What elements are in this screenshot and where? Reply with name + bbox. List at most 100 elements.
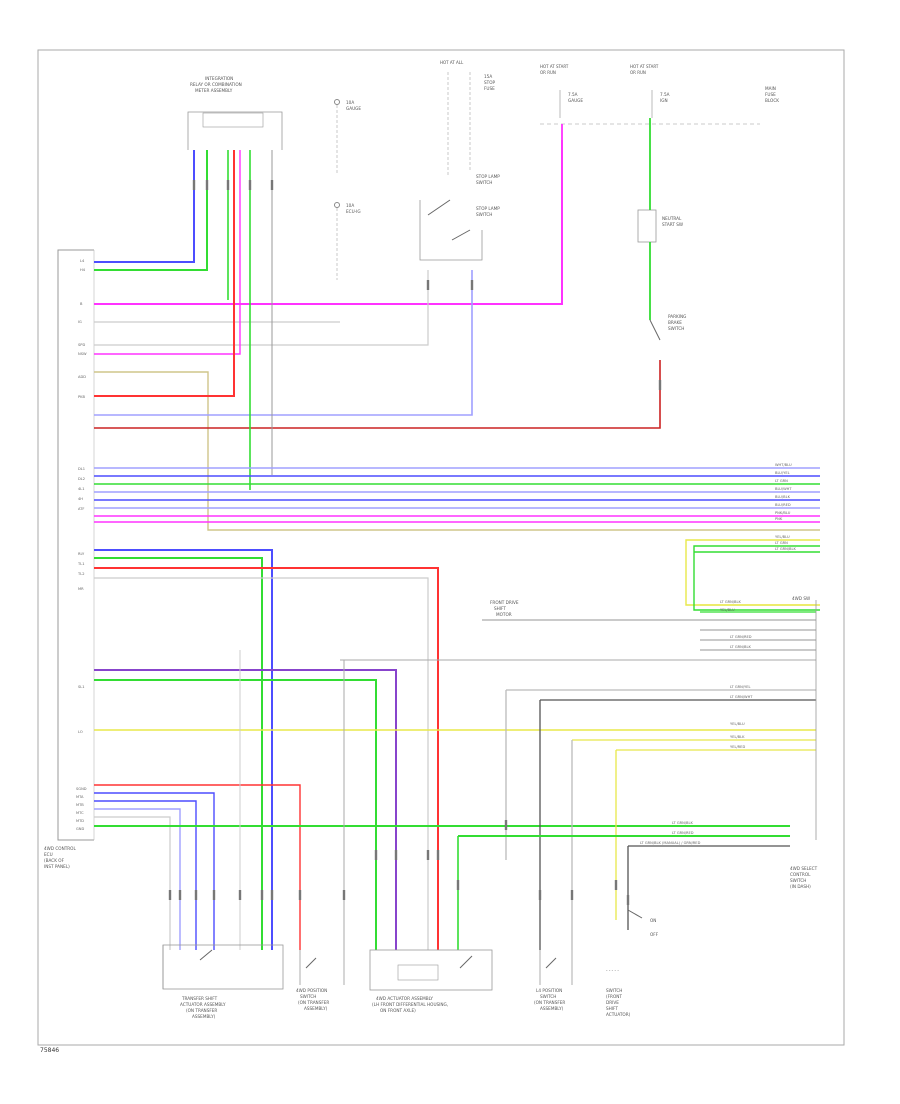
combination-meter-top: INTEGRATION RELAY OR COMBINATION METER A… bbox=[187, 76, 283, 150]
svg-text:YEL/BLU: YEL/BLU bbox=[775, 535, 790, 539]
svg-text:SWITCH: SWITCH bbox=[540, 994, 556, 999]
svg-text:ASSEMBLY): ASSEMBLY) bbox=[304, 1006, 328, 1011]
svg-text:SHIFT: SHIFT bbox=[606, 1006, 618, 1011]
svg-text:MTD: MTD bbox=[76, 819, 84, 823]
svg-text:START SW: START SW bbox=[662, 222, 683, 227]
svg-text:4WD SELECT: 4WD SELECT bbox=[790, 866, 818, 871]
connector-stubs bbox=[168, 180, 662, 905]
svg-text:OFF: OFF bbox=[650, 932, 659, 937]
svg-text:YEL/BLU: YEL/BLU bbox=[720, 608, 735, 612]
svg-text:MTA: MTA bbox=[76, 795, 84, 799]
svg-text:SHIFT: SHIFT bbox=[494, 606, 506, 611]
svg-text:SGND: SGND bbox=[76, 787, 87, 791]
svg-text:ACTUATOR ASSEMBLY: ACTUATOR ASSEMBLY bbox=[180, 1002, 226, 1007]
svg-text:- - - - -: - - - - - bbox=[606, 968, 619, 973]
svg-text:B: B bbox=[80, 302, 83, 306]
svg-text:SWITCH: SWITCH bbox=[790, 878, 806, 883]
svg-text:INTEGRATION: INTEGRATION bbox=[205, 76, 233, 81]
svg-text:4WD POSITION: 4WD POSITION bbox=[296, 988, 327, 993]
four-wd-control-ecu: 4WD CONTROL ECU (BACK OF INST PANEL) bbox=[44, 249, 95, 869]
svg-text:YEL/BLK: YEL/BLK bbox=[730, 735, 745, 739]
meter-wires bbox=[227, 150, 273, 490]
svg-text:7.5A: 7.5A bbox=[660, 92, 670, 97]
svg-text:METER ASSEMBLY: METER ASSEMBLY bbox=[195, 88, 233, 93]
svg-text:SWITCH: SWITCH bbox=[476, 180, 492, 185]
svg-text:LT GRN/YEL: LT GRN/YEL bbox=[730, 685, 751, 689]
svg-text:4H: 4H bbox=[78, 497, 83, 501]
svg-text:NSW: NSW bbox=[78, 352, 87, 356]
svg-text:LT GRN/BLK: LT GRN/BLK bbox=[730, 645, 751, 649]
ignition-feed-wires bbox=[561, 118, 651, 320]
svg-text:SPD: SPD bbox=[78, 343, 85, 347]
svg-text:(ON TRANSFER: (ON TRANSFER bbox=[186, 1008, 217, 1013]
svg-text:H4: H4 bbox=[80, 268, 86, 272]
svg-text:INST PANEL): INST PANEL) bbox=[44, 864, 70, 869]
svg-text:DRIVE: DRIVE bbox=[606, 1000, 619, 1005]
svg-text:ACTUATOR): ACTUATOR) bbox=[606, 1012, 631, 1017]
top-fuses: 10A GAUGE 10A ECU-IG HOT AT ALL 15A STOP… bbox=[334, 60, 500, 280]
svg-text:STOP LAMP: STOP LAMP bbox=[476, 174, 500, 179]
svg-text:HOT AT START: HOT AT START bbox=[540, 64, 569, 69]
wires-top-group bbox=[94, 140, 820, 531]
diagram-frame bbox=[37, 49, 845, 1046]
svg-text:15A: 15A bbox=[484, 74, 492, 79]
svg-text:(BACK OF: (BACK OF bbox=[44, 858, 65, 863]
svg-text:RLY: RLY bbox=[78, 552, 85, 556]
svg-text:LT GRN/BLK (MANUAL) / GRN/RED: LT GRN/BLK (MANUAL) / GRN/RED bbox=[640, 841, 701, 845]
svg-text:(ON TRANSFER: (ON TRANSFER bbox=[298, 1000, 329, 1005]
svg-text:GAUGE: GAUGE bbox=[568, 98, 583, 103]
svg-text:BLOCK: BLOCK bbox=[765, 98, 779, 103]
svg-text:LT GRN/RED: LT GRN/RED bbox=[730, 635, 752, 639]
svg-text:SL1: SL1 bbox=[78, 685, 85, 689]
svg-text:IGN: IGN bbox=[660, 98, 668, 103]
svg-text:10A: 10A bbox=[346, 203, 354, 208]
svg-text:BLU/YEL: BLU/YEL bbox=[775, 471, 790, 475]
svg-text:TRANSFER SHIFT: TRANSFER SHIFT bbox=[181, 996, 218, 1001]
svg-text:YEL/BLU: YEL/BLU bbox=[730, 722, 745, 726]
svg-text:BLU/BLK: BLU/BLK bbox=[775, 495, 791, 499]
svg-text:PKB: PKB bbox=[78, 395, 86, 399]
svg-text:(LH FRONT DIFFERENTIAL HOUSING: (LH FRONT DIFFERENTIAL HOUSING, bbox=[372, 1002, 448, 1007]
svg-text:STOP LAMP: STOP LAMP bbox=[476, 206, 500, 211]
svg-text:PARKING: PARKING bbox=[668, 314, 686, 319]
svg-text:LT GRN/WHT: LT GRN/WHT bbox=[730, 695, 753, 699]
svg-text:L4 POSITION: L4 POSITION bbox=[536, 988, 562, 993]
svg-text:IG: IG bbox=[78, 320, 82, 324]
svg-text:SWITCH: SWITCH bbox=[668, 326, 684, 331]
svg-text:MAIN: MAIN bbox=[765, 86, 776, 91]
svg-text:TL2: TL2 bbox=[77, 572, 84, 576]
svg-text:BRAKE: BRAKE bbox=[668, 320, 682, 325]
svg-text:BLU/WHT: BLU/WHT bbox=[775, 487, 792, 491]
svg-text:L4: L4 bbox=[80, 259, 85, 263]
svg-text:ECU-IG: ECU-IG bbox=[346, 209, 361, 214]
svg-text:LT GRN: LT GRN bbox=[775, 479, 788, 483]
svg-text:HOT AT ALL: HOT AT ALL bbox=[440, 60, 464, 65]
svg-text:RELAY OR COMBINATION: RELAY OR COMBINATION bbox=[190, 82, 242, 87]
ecu-pin-labels: L4 H4 B IG SPD NSW ADD PKB DL1 DL2 4L1 4… bbox=[76, 259, 87, 831]
svg-text:PNK/BLU: PNK/BLU bbox=[775, 511, 791, 515]
transfer-actuator-2: 4WD ACTUATOR ASSEMBLY (LH FRONT DIFFEREN… bbox=[369, 949, 493, 1013]
svg-text:LT GRN/BLK: LT GRN/BLK bbox=[672, 821, 693, 825]
svg-text:SWITCH: SWITCH bbox=[300, 994, 316, 999]
diagram-code: 75846 bbox=[40, 1047, 59, 1054]
svg-text:GAUGE: GAUGE bbox=[346, 106, 361, 111]
svg-text:(ON TRANSFER: (ON TRANSFER bbox=[534, 1000, 565, 1005]
svg-text:LO: LO bbox=[78, 730, 83, 734]
svg-text:STOP: STOP bbox=[484, 80, 496, 85]
svg-text:LT GRN: LT GRN bbox=[775, 541, 788, 545]
svg-text:ATF: ATF bbox=[78, 507, 84, 511]
svg-text:FUSE: FUSE bbox=[765, 92, 776, 97]
svg-text:FUSE: FUSE bbox=[484, 86, 495, 91]
svg-text:4WD CONTROL: 4WD CONTROL bbox=[44, 846, 76, 851]
svg-text:CONTROL: CONTROL bbox=[790, 872, 811, 877]
stop-lamp-switch: STOP LAMP SWITCH bbox=[419, 199, 500, 261]
top-right-fuses: HOT AT START OR RUN HOT AT START OR RUN … bbox=[540, 64, 779, 125]
svg-text:SWITCH: SWITCH bbox=[606, 988, 622, 993]
svg-text:FRONT DRIVE: FRONT DRIVE bbox=[490, 600, 519, 605]
svg-text:OR RUN: OR RUN bbox=[540, 70, 556, 75]
svg-text:10A: 10A bbox=[346, 100, 354, 105]
bus-endpoint-labels: WHT/BLU BLU/YEL LT GRN BLU/WHT BLU/BLK B… bbox=[775, 463, 796, 551]
svg-text:4L1: 4L1 bbox=[78, 487, 85, 491]
svg-text:ADD: ADD bbox=[78, 375, 86, 379]
